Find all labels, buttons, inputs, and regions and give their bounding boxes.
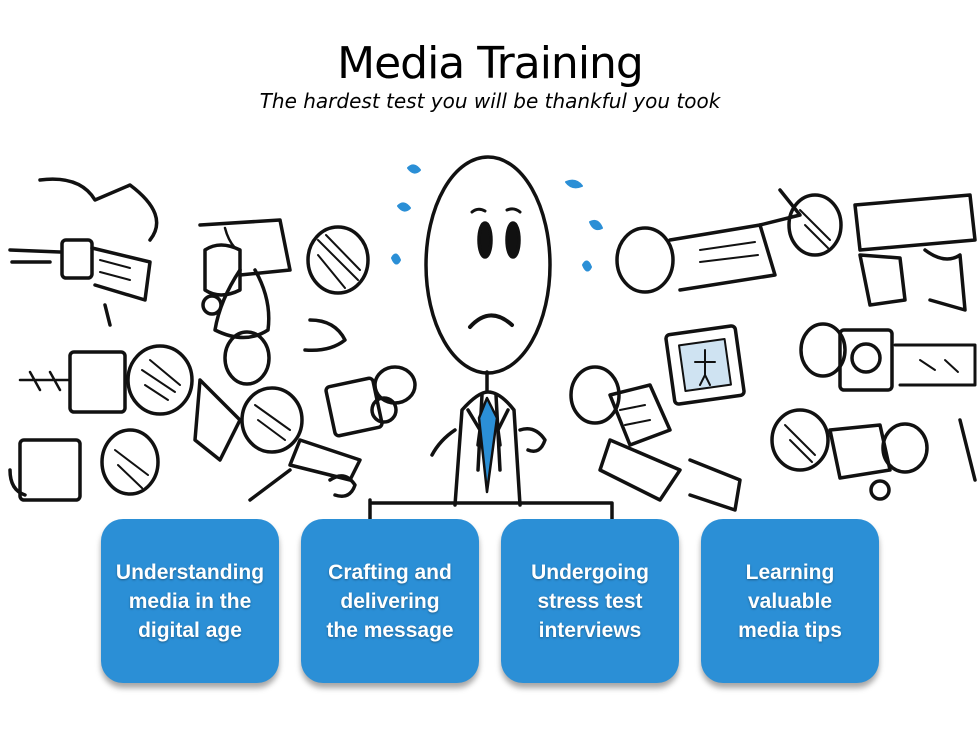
slide-subtitle: The hardest test you will be thankful yo…	[259, 89, 721, 113]
right-microphones	[569, 188, 977, 512]
topic-card-media-tips[interactable]: Learning valuable media tips	[701, 519, 879, 683]
topic-card-label: Learning valuable media tips	[738, 560, 842, 642]
left-microphones	[8, 177, 417, 502]
topic-card-stress-test[interactable]: Undergoing stress test interviews	[501, 519, 679, 683]
topic-card-label: Undergoing stress test interviews	[531, 560, 649, 642]
topic-card-digital-age[interactable]: Understanding media in the digital age	[101, 519, 279, 683]
sweat-drops	[391, 164, 603, 272]
topic-cards: Understanding media in the digital age C…	[0, 519, 980, 683]
press-conference-illustration	[8, 155, 977, 521]
topic-card-message[interactable]: Crafting and delivering the message	[301, 519, 479, 683]
topic-card-label: Understanding media in the digital age	[115, 560, 265, 642]
podium	[368, 498, 614, 521]
nervous-speaker-figure	[424, 155, 552, 507]
topic-card-label: Crafting and delivering the message	[326, 560, 454, 642]
slide-title: Media Training	[337, 38, 644, 89]
